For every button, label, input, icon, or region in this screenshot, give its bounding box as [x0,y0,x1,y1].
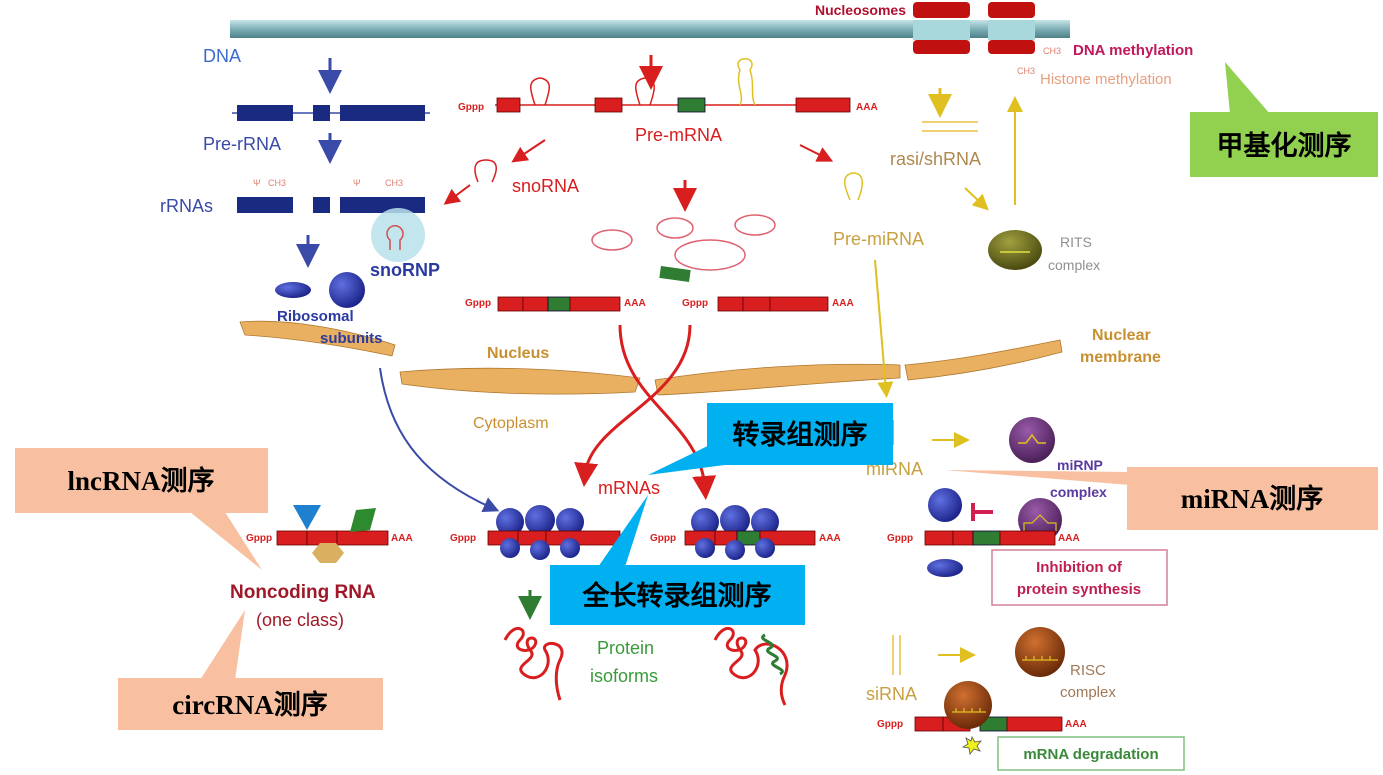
large-ribosomal-subunit [329,272,365,308]
nuclear-membrane [239,320,1063,396]
dna-label: DNA [203,46,241,66]
aaa-label: AAA [856,102,878,113]
mirnp-label: miRNP [1057,457,1103,473]
polysome [684,505,816,560]
mature-mrna [497,296,621,312]
spliced-introns [591,214,776,271]
bound-protein-triangle [293,505,321,530]
risc-complex [1015,627,1065,677]
protein-label: Protein [597,638,654,658]
nucleosome [913,2,970,54]
nucleosome [988,2,1035,54]
ribosome-small-subunit [927,559,963,577]
mirna-seq-label: miRNA测序 [1181,483,1324,514]
mrnas-label: mRNAs [598,478,660,498]
mature-mrna [717,296,829,312]
mrna-degradation-box [997,736,1185,771]
aaa-label: AAA [1065,719,1087,730]
bound-protein-hexagon [312,543,344,563]
callout-mirna-sequencing: miRNA测序 [945,467,1378,530]
small-ribosomal-subunit [275,282,311,298]
dna-methylation-label: DNA methylation [1073,42,1193,59]
gppp-label: Gppp [458,102,484,113]
aaa-label: AAA [819,533,841,544]
callout-methylation-sequencing: 甲基化测序 [1190,62,1378,177]
inhibition-line2: protein synthesis [1017,581,1141,598]
target-mrna [924,530,1056,546]
ch3-label: CH3 [1017,66,1035,76]
gppp-label: Gppp [682,298,708,309]
rasi-shrna-label: rasi/shRNA [890,149,981,169]
callout-lncrna-sequencing: lncRNA测序 [15,448,268,570]
inhibition-icon [971,503,993,521]
pre-rrna-label: Pre-rRNA [203,134,281,154]
mirnp-complex [1009,417,1055,463]
methylation-seq-label: 甲基化测序 [1217,130,1352,162]
gppp-label: Gppp [450,533,476,544]
snornp-label: snoRNP [370,260,440,280]
risc-complex-label: complex [1060,684,1116,701]
aaa-label: AAA [624,298,646,309]
risc-bound [944,681,992,729]
lncrna-seq-label: lncRNA测序 [68,465,215,496]
psi-marker: Ψ [253,178,261,188]
full-length-seq-label: 全长转录组测序 [582,580,772,612]
callout-full-length-transcriptome-sequencing: 全长转录组测序 [550,495,805,625]
inhibition-line1: Inhibition of [1036,559,1123,576]
ribosomal-label: Ribosomal [277,308,354,325]
pre-mrna [496,97,851,113]
noncoding-rna [276,530,389,546]
ribosome-subunit [928,488,962,522]
risc-label: RISC [1070,662,1106,679]
isoforms-label: isoforms [590,666,658,686]
psi-marker: Ψ [353,178,361,188]
pre-mrna-label: Pre-mRNA [635,125,722,145]
mrna-degradation-label: mRNA degradation [1023,746,1158,763]
subunits-label: subunits [320,330,383,347]
cleaved-mrna [914,716,1063,732]
ch3-label: CH3 [385,178,403,188]
noncoding-rna-label: Noncoding RNA [230,582,376,603]
gppp-label: Gppp [246,533,272,544]
aaa-label: AAA [832,298,854,309]
callout-transcriptome-sequencing: 转录组测序 [648,403,893,475]
pre-mirna-label: Pre-miRNA [833,229,924,249]
rits-complex-label: complex [1048,257,1100,273]
gppp-label: Gppp [465,298,491,309]
histone-methylation-label: Histone methylation [1040,71,1172,88]
ch3-label: CH3 [1043,46,1061,56]
sirna-label: siRNA [866,684,917,704]
rrnas-label: rRNAs [160,196,213,216]
snornp-complex [371,208,425,262]
rits-complex [988,230,1042,270]
nuclear-label: Nuclear [1092,327,1151,344]
gppp-label: Gppp [877,719,903,730]
cleavage-star-icon [961,735,982,755]
ch3-label: CH3 [268,178,286,188]
protein-isoform [713,627,789,706]
inhibition-box [991,549,1168,606]
callout-circrna-sequencing: circRNA测序 [118,610,383,730]
mirnp-complex-label: complex [1050,484,1107,500]
dna-strand [230,20,1070,38]
nucleosomes-label: Nucleosomes [815,2,906,18]
bound-protein-parallelogram [350,508,376,532]
aaa-label: AAA [1058,533,1080,544]
gppp-label: Gppp [650,533,676,544]
aaa-label: AAA [391,533,413,544]
snorna-label: snoRNA [512,176,579,196]
circrna-seq-label: circRNA测序 [172,689,327,720]
rits-label: RITS [1060,234,1092,250]
rrna-gene [237,105,425,121]
cytoplasm-label: Cytoplasm [473,415,549,432]
nucleus-label: Nucleus [487,345,549,362]
gppp-label: Gppp [887,533,913,544]
protein-isoform [503,627,564,701]
one-class-label: (one class) [256,610,344,630]
membrane-label: membrane [1080,349,1161,366]
polysome [487,505,621,560]
transcriptome-seq-label: 转录组测序 [733,419,868,451]
